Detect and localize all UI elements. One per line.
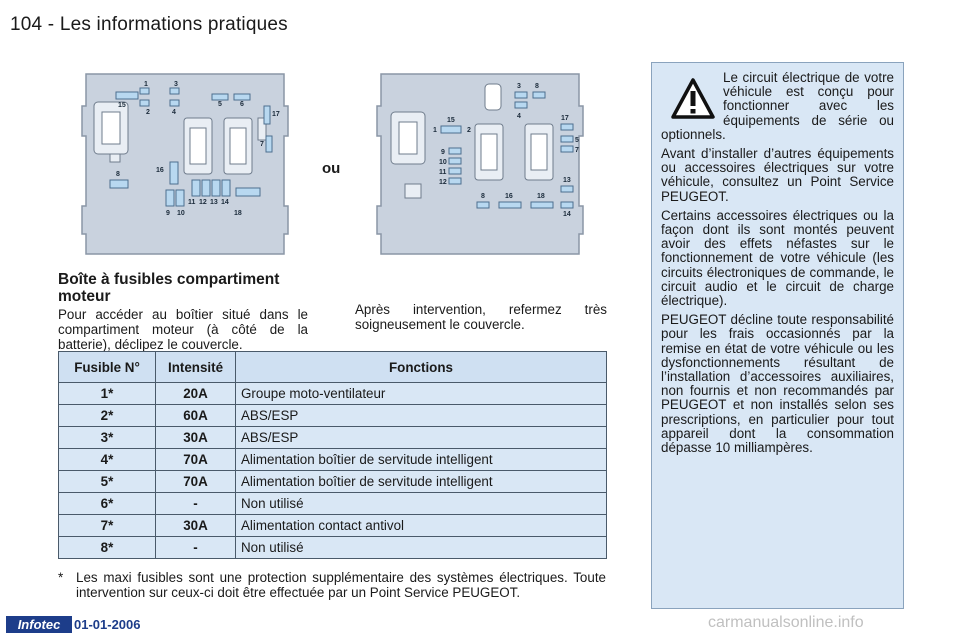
fuse-intensity: 30A [155, 514, 236, 537]
diagram-b-label: 5 [575, 137, 579, 144]
diagram-a-label: 2 [146, 109, 150, 116]
table-row: 8* - Non utilisé [58, 536, 607, 559]
diagram-b-label: 1 [433, 127, 437, 134]
fuse-intensity: - [155, 536, 236, 559]
diagram-a-label: 14 [221, 199, 229, 206]
diagram-a-label: 3 [174, 81, 178, 88]
fuse-box-diagram-a: 1 3 15 2 4 5 6 17 7 16 8 11 12 13 14 9 1… [81, 73, 289, 255]
footnote: * Les maxi fusibles sont une protection … [58, 570, 606, 600]
table-row: 4* 70A Alimentation boîtier de servitude… [58, 448, 607, 471]
column-header-fuse-number: Fusible N° [58, 351, 156, 383]
diagram-a-label: 18 [234, 210, 242, 217]
table-row: 1* 20A Groupe moto-ventilateur [58, 382, 607, 405]
footnote-text: Les maxi fusibles sont une protection su… [76, 570, 606, 600]
page-title: Les informations pratiques [59, 14, 288, 35]
warning-paragraph: Le circuit électrique de votre véhicule … [661, 70, 894, 142]
diagram-a-label: 11 [188, 199, 196, 206]
fuse-box-diagram-b: 3 8 15 1 2 4 17 5 7 9 10 11 12 13 8 16 1… [376, 73, 584, 255]
fuse-number: 2* [58, 404, 156, 427]
watermark: carmanualsonline.info [708, 614, 864, 631]
fuse-intensity: 30A [155, 426, 236, 449]
fuse-number: 7* [58, 514, 156, 537]
diagram-b-label: 4 [517, 113, 521, 120]
diagram-a-label: 17 [272, 111, 280, 118]
fuse-table: Fusible N° Intensité Fonctions 1* 20A Gr… [58, 351, 607, 559]
diagram-a-label: 1 [144, 81, 148, 88]
diagram-b-label: 12 [439, 179, 447, 186]
table-row: 6* - Non utilisé [58, 492, 607, 515]
fuse-function: Groupe moto-ventilateur [235, 382, 607, 405]
diagram-b-label: 15 [447, 117, 455, 124]
fuse-intensity: 60A [155, 404, 236, 427]
diagram-a-label: 9 [166, 210, 170, 217]
diagram-b-label: 14 [563, 211, 571, 218]
diagram-b-label: 11 [439, 169, 447, 176]
diagram-a-label: 7 [260, 141, 264, 148]
fuse-number: 8* [58, 536, 156, 559]
table-header-row: Fusible N° Intensité Fonctions [58, 351, 607, 383]
diagram-connector: ou [322, 160, 341, 177]
warning-triangle-icon [671, 78, 715, 119]
warning-paragraph: Avant d’installer d’autres équipements o… [661, 146, 894, 204]
fuse-intensity: - [155, 492, 236, 515]
table-row: 5* 70A Alimentation boîtier de servitude… [58, 470, 607, 493]
column-header-intensity: Intensité [155, 351, 236, 383]
footnote-marker: * [58, 570, 64, 585]
warning-paragraph: PEUGEOT décline toute responsabilité pou… [661, 312, 894, 456]
fuse-number: 1* [58, 382, 156, 405]
fuse-number: 6* [58, 492, 156, 515]
diagram-a-label: 8 [116, 171, 120, 178]
diagram-a-label: 13 [210, 199, 218, 206]
fuse-number: 4* [58, 448, 156, 471]
diagram-b-label: 7 [575, 147, 579, 154]
diagram-b-label: 9 [441, 149, 445, 156]
diagram-a-label: 15 [118, 102, 126, 109]
diagram-b-label: 13 [563, 177, 571, 184]
fuse-intensity: 70A [155, 448, 236, 471]
diagram-a-label: 10 [177, 210, 185, 217]
fuse-function: Alimentation contact antivol [235, 514, 607, 537]
fuse-number: 3* [58, 426, 156, 449]
diagram-b-label: 18 [537, 193, 545, 200]
column-header-functions: Fonctions [235, 351, 607, 383]
diagram-a-label: 12 [199, 199, 207, 206]
warning-panel: Le circuit électrique de votre véhicule … [651, 62, 904, 609]
fuse-intensity: 20A [155, 382, 236, 405]
page-header: 104 - Les informations pratiques [10, 14, 288, 36]
intro-text: Pour accéder au boîtier situé dans le co… [58, 307, 308, 352]
fuse-function: ABS/ESP [235, 404, 607, 427]
diagram-b-label: 8 [481, 193, 485, 200]
infotec-badge: Infotec [6, 616, 72, 633]
header-separator: - [47, 14, 55, 35]
fuse-intensity: 70A [155, 470, 236, 493]
diagram-a-label: 6 [240, 101, 244, 108]
fuse-number: 5* [58, 470, 156, 493]
fuse-function: Non utilisé [235, 536, 607, 559]
diagram-a-label: 16 [156, 167, 164, 174]
table-row: 3* 30A ABS/ESP [58, 426, 607, 449]
footer-date: 01-01-2006 [74, 617, 141, 632]
diagram-b-label: 2 [467, 127, 471, 134]
after-intervention-text: Après intervention, refermez très soigne… [355, 302, 607, 332]
fuse-function: Non utilisé [235, 492, 607, 515]
diagram-a-label: 5 [218, 101, 222, 108]
diagram-a-label: 4 [172, 109, 176, 116]
section-title: Boîte à fusibles compartiment moteur [58, 271, 280, 305]
page-number: 104 [10, 14, 43, 35]
table-row: 7* 30A Alimentation contact antivol [58, 514, 607, 537]
warning-paragraph: Certains accessoires électriques ou la f… [661, 207, 894, 309]
fuse-function: Alimentation boîtier de servitude intell… [235, 470, 607, 493]
diagram-b-label: 17 [561, 115, 569, 122]
fuse-function: ABS/ESP [235, 426, 607, 449]
diagram-b-label: 10 [439, 159, 447, 166]
fuse-function: Alimentation boîtier de servitude intell… [235, 448, 607, 471]
diagram-b-label: 16 [505, 193, 513, 200]
diagram-b-label: 8 [535, 83, 539, 90]
table-row: 2* 60A ABS/ESP [58, 404, 607, 427]
diagram-b-label: 3 [517, 83, 521, 90]
